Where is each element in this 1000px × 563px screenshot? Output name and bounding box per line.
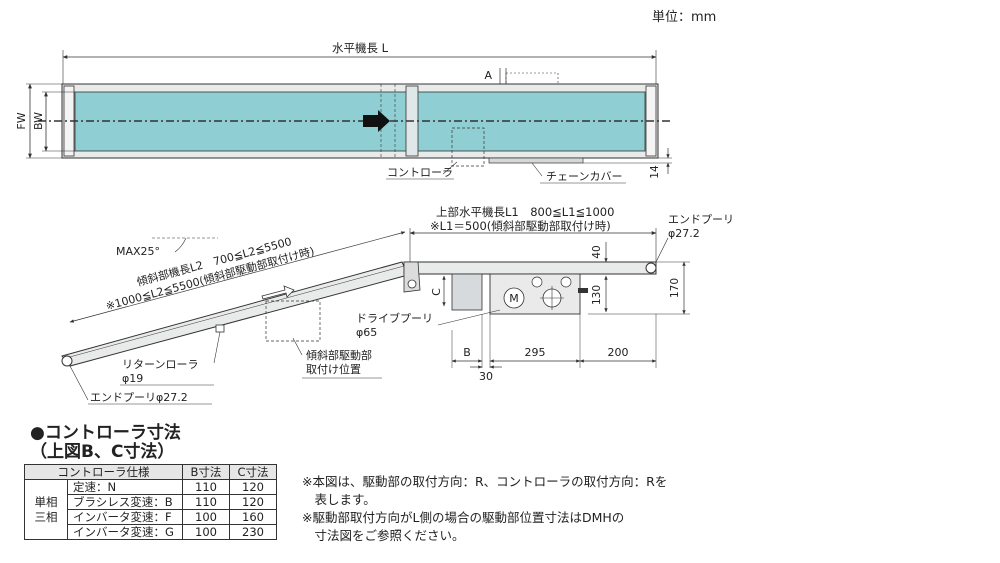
- table-row: ブラシレス変速：B 110 120: [25, 494, 277, 510]
- header-spec: コントローラ仕様: [24, 464, 183, 480]
- length-label: 水平機長 L: [332, 41, 389, 55]
- incline-drive-label-1: 傾斜部駆動部: [306, 348, 372, 362]
- b-cell: 110: [182, 494, 230, 510]
- spec-cell: インバータ変速：F: [67, 509, 183, 525]
- chain-cover-label: チェーンカバー: [546, 170, 622, 183]
- controller-box: [451, 273, 483, 311]
- direction-arrow: [363, 110, 390, 132]
- dim-200: 200: [608, 346, 629, 359]
- c-label: C: [430, 288, 443, 296]
- b-cell: 100: [182, 509, 230, 525]
- note-line: 寸法図をご参照ください。: [302, 528, 465, 543]
- max-angle-label: MAX25°: [116, 245, 160, 258]
- controller-outline: [451, 127, 485, 167]
- note-line: ※本図は、駆動部の取付方向：R、コントローラの取付方向：Rを: [302, 474, 668, 489]
- dim-295: 295: [525, 346, 546, 359]
- note-line: ※駆動部取付方向がL側の場合の駆動部位置寸法はDMHの: [302, 510, 625, 525]
- controller-dims-title-2: （上図B、C寸法）: [30, 442, 175, 462]
- top-view: 水平機長 L FW BW A コントローラ: [15, 41, 672, 184]
- c-cell: 160: [229, 509, 277, 525]
- b-cell: 100: [182, 524, 230, 540]
- side-view: 上部水平機長L1 800≦L1≦1000 ※L1＝500(傾斜部駆動部取付け時)…: [61, 205, 734, 405]
- incline-drive-label-2: 取付け位置: [306, 362, 361, 376]
- bw-label: BW: [32, 112, 45, 130]
- end-pulley-bottom: [61, 355, 73, 367]
- group-label-2: 三相: [34, 509, 58, 524]
- dim-14: 14: [649, 165, 661, 179]
- spec-cell: 定速：N: [67, 479, 183, 495]
- a-label: A: [484, 69, 492, 82]
- header-c: C寸法: [229, 464, 277, 480]
- dim-130: 130: [591, 285, 603, 305]
- drive-pulley-dia: φ65: [356, 326, 377, 339]
- unit-label: 単位：mm: [652, 10, 717, 25]
- dim-40: 40: [591, 245, 603, 258]
- controller-dims-title-1: ●コントローラ寸法: [30, 423, 181, 443]
- note-line: 表します。: [302, 492, 376, 507]
- controller-dims-title: ●コントローラ寸法 （上図B、C寸法）: [30, 424, 181, 462]
- upper-length-note: ※L1＝500(傾斜部駆動部取付け時): [430, 219, 611, 233]
- notes: ※本図は、駆動部の取付方向：R、コントローラの取付方向：Rを 表します。 ※駆動…: [302, 473, 667, 545]
- upper-length-label: 上部水平機長L1 800≦L1≦1000: [436, 205, 614, 219]
- return-roller-label: リターンローラ: [122, 358, 198, 371]
- group-label-1: 単相: [34, 494, 58, 509]
- controller-dims-table: コントローラ仕様 B寸法 C寸法 単相 三相 定速：N 110 120 ブラシレ…: [24, 464, 277, 540]
- spec-cell: ブラシレス変速：B: [67, 494, 183, 510]
- c-cell: 120: [229, 479, 277, 495]
- return-roller: [215, 324, 225, 333]
- c-cell: 230: [229, 524, 277, 540]
- conveyor-drawing: 水平機長 L FW BW A コントローラ: [15, 41, 734, 405]
- table-row: インバータ変速：F 100 160: [25, 509, 277, 525]
- spec-cell: インバータ変速：G: [67, 524, 183, 540]
- table-row: 単相 三相 定速：N 110 120: [24, 479, 277, 540]
- dim-30: 30: [479, 370, 493, 383]
- drive-pulley-label: ドライブプーリ: [356, 311, 433, 325]
- c-cell: 120: [229, 494, 277, 510]
- chain-cover: [488, 157, 584, 164]
- header-b: B寸法: [182, 464, 230, 480]
- table-row: インバータ変速：G 100 230: [25, 524, 277, 540]
- b-cell: 110: [182, 479, 230, 495]
- dim-170: 170: [669, 278, 681, 298]
- controller-label: コントローラ: [387, 166, 453, 179]
- end-pulley-top: [645, 262, 657, 274]
- end-pulley-top-label: エンドプーリ: [668, 213, 734, 226]
- b-label: B: [463, 346, 471, 359]
- end-pulley-bottom-label: エンドプーリφ27.2: [90, 391, 188, 404]
- motor-label: M: [509, 292, 519, 305]
- fw-label: FW: [15, 112, 28, 129]
- group-cell: 単相 三相: [24, 479, 68, 540]
- upper-frame: [403, 261, 657, 275]
- end-pulley-top-dia: φ27.2: [668, 227, 700, 240]
- return-roller-dia: φ19: [122, 372, 143, 385]
- motor-symbol: [503, 287, 525, 309]
